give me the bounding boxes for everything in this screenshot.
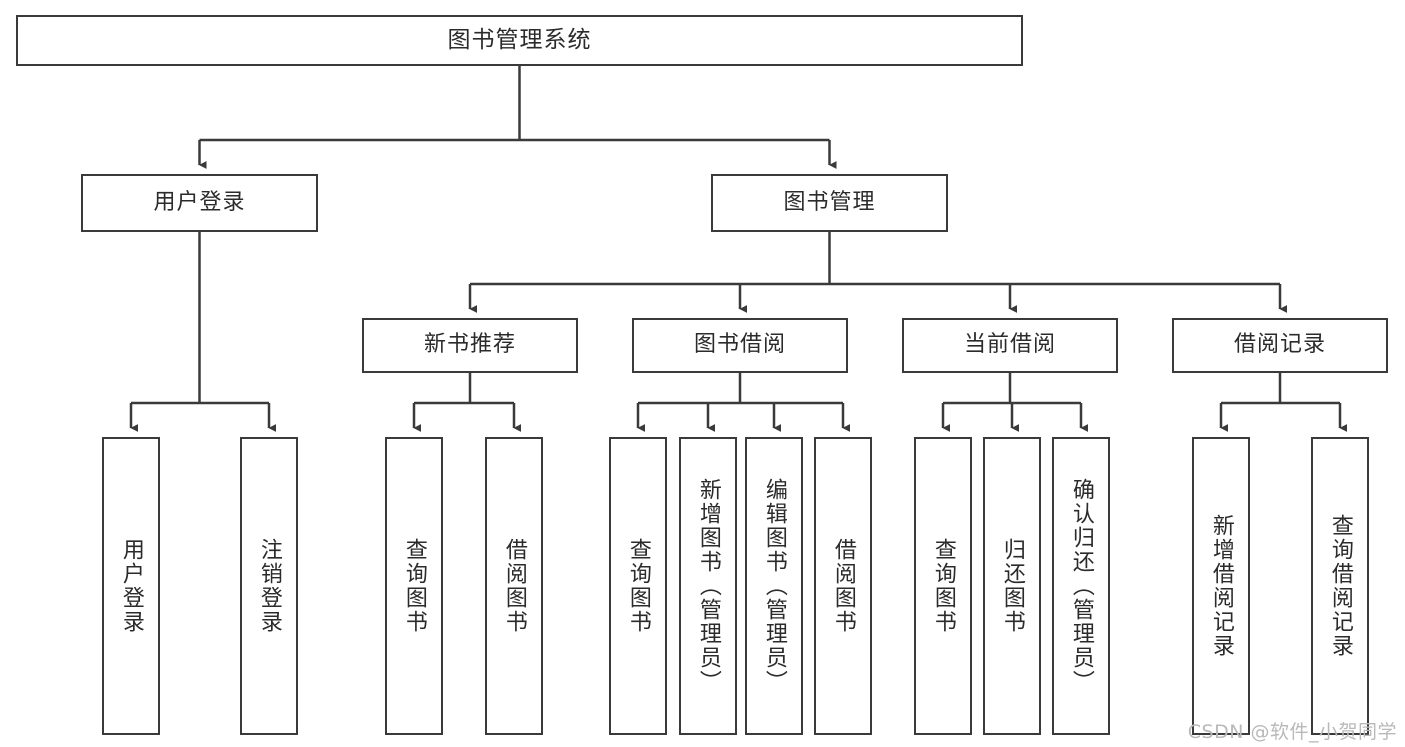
node-label: 查询图书: [930, 538, 956, 634]
node-leaf2[interactable]: 注销登录: [240, 437, 298, 735]
node-leaf9[interactable]: 查询图书: [914, 437, 972, 735]
node-label: 借阅记录: [1233, 332, 1326, 358]
node-leaf6[interactable]: 新增图书（管理员）: [679, 437, 737, 735]
node-leaf3[interactable]: 查询图书: [385, 437, 443, 735]
node-leaf13[interactable]: 查询借阅记录: [1311, 437, 1369, 735]
node-bookmgmt[interactable]: 图书管理: [711, 174, 948, 232]
node-leaf5[interactable]: 查询图书: [609, 437, 667, 735]
node-root[interactable]: 图书管理系统: [16, 15, 1023, 66]
node-label: 借阅图书: [501, 538, 527, 634]
node-label: 新书推荐: [423, 332, 516, 358]
node-label: 查询图书: [401, 538, 427, 634]
node-label: 新增图书（管理员）: [695, 478, 721, 694]
node-borrow[interactable]: 图书借阅: [632, 318, 848, 373]
node-leaf11[interactable]: 确认归还（管理员）: [1052, 437, 1110, 735]
node-login[interactable]: 用户登录: [81, 174, 318, 232]
node-label: 注销登录: [256, 538, 282, 634]
node-label: 用户登录: [118, 538, 144, 634]
node-label: 查询借阅记录: [1327, 514, 1353, 658]
node-label: 图书借阅: [693, 332, 786, 358]
node-label: 新增借阅记录: [1208, 514, 1234, 658]
node-leaf7[interactable]: 编辑图书（管理员）: [745, 437, 803, 735]
node-leaf10[interactable]: 归还图书: [983, 437, 1041, 735]
node-label: 借阅图书: [830, 538, 856, 634]
csdn-watermark: CSDN @软件_小贺同学: [1187, 721, 1397, 743]
node-leaf4[interactable]: 借阅图书: [485, 437, 543, 735]
node-label: 当前借阅: [963, 332, 1056, 358]
node-current[interactable]: 当前借阅: [902, 318, 1118, 373]
node-label: 图书管理系统: [447, 26, 592, 53]
node-label: 归还图书: [999, 538, 1025, 634]
node-newbook[interactable]: 新书推荐: [362, 318, 578, 373]
node-label: 编辑图书（管理员）: [761, 478, 787, 694]
node-leaf12[interactable]: 新增借阅记录: [1192, 437, 1250, 735]
node-label: 确认归还（管理员）: [1068, 478, 1094, 694]
node-label: 图书管理: [783, 189, 876, 215]
node-leaf1[interactable]: 用户登录: [102, 437, 160, 735]
node-records[interactable]: 借阅记录: [1172, 318, 1388, 373]
node-leaf8[interactable]: 借阅图书: [814, 437, 872, 735]
node-label: 用户登录: [153, 189, 246, 215]
node-label: 查询图书: [625, 538, 651, 634]
